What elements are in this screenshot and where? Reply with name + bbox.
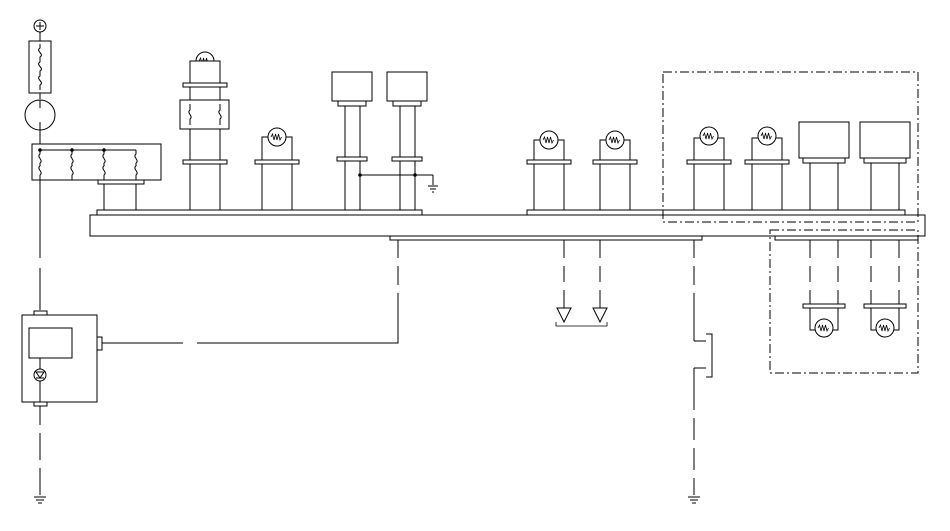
connector-icon bbox=[182, 82, 228, 88]
bulb-icon bbox=[267, 127, 287, 147]
bulb-icon bbox=[814, 318, 834, 338]
main-harness-bus bbox=[89, 214, 926, 237]
ground-icon bbox=[688, 496, 700, 504]
fuse-box bbox=[31, 143, 162, 185]
bulb-icon bbox=[757, 126, 777, 146]
lamp-unit-4 bbox=[686, 126, 732, 210]
lamp-unit-3 bbox=[592, 130, 638, 210]
wire-breaks bbox=[38, 258, 901, 478]
bus-connector-bottom bbox=[389, 235, 703, 241]
ground-icon bbox=[34, 496, 46, 504]
blank-module-1 bbox=[331, 71, 373, 210]
switch-ground-branch bbox=[688, 240, 713, 504]
power-feed bbox=[24, 19, 162, 310]
diode-icon bbox=[33, 368, 47, 382]
arrow-down-icon bbox=[556, 307, 572, 324]
relay-icon bbox=[28, 327, 73, 359]
blank-module-2 bbox=[386, 71, 428, 210]
bracket bbox=[555, 322, 608, 327]
lamp-switch-stack bbox=[179, 51, 230, 210]
bus-connector-left bbox=[96, 209, 423, 216]
connector-icon bbox=[686, 159, 732, 165]
bulb-icon bbox=[539, 130, 559, 150]
bus-connector-right bbox=[526, 209, 906, 216]
connector-icon bbox=[182, 159, 228, 165]
optional-group-upper-right bbox=[662, 71, 919, 223]
arrow-down-icon bbox=[592, 307, 608, 324]
connector-icon bbox=[391, 156, 423, 162]
connector-icon bbox=[592, 159, 638, 165]
lamp-unit-6 bbox=[802, 240, 846, 338]
ground-icon bbox=[428, 185, 438, 193]
bus-connector-bottom-right bbox=[774, 235, 919, 241]
switch-icon bbox=[706, 333, 713, 378]
fuse-icon bbox=[102, 150, 106, 180]
fuse-icon bbox=[134, 150, 138, 180]
lamp-unit-1 bbox=[254, 127, 300, 210]
lamp-unit-2 bbox=[526, 130, 572, 210]
output-arrows bbox=[555, 240, 608, 327]
connector-icon bbox=[336, 156, 368, 162]
connector-icon bbox=[863, 303, 907, 309]
bulb-icon bbox=[699, 126, 719, 146]
bulb-icon bbox=[605, 130, 625, 150]
connector-icon bbox=[254, 159, 300, 165]
connector-icon bbox=[802, 303, 846, 309]
lamp-unit-7 bbox=[863, 240, 907, 338]
module-side-connector bbox=[96, 336, 103, 351]
connector-icon bbox=[744, 159, 790, 165]
lamp-unit-5 bbox=[744, 126, 790, 210]
signal-wire bbox=[197, 240, 399, 344]
blank-module-4 bbox=[859, 121, 911, 210]
bulb-icon bbox=[875, 318, 895, 338]
fuse-icon bbox=[70, 150, 74, 180]
optional-group-lower-right bbox=[769, 229, 919, 374]
relay-module bbox=[21, 310, 103, 407]
fuse-icon bbox=[28, 40, 52, 94]
blank-module-3 bbox=[798, 121, 850, 210]
connector-icon bbox=[526, 159, 572, 165]
fuse-icon bbox=[38, 150, 42, 180]
switch-icon bbox=[179, 99, 230, 130]
